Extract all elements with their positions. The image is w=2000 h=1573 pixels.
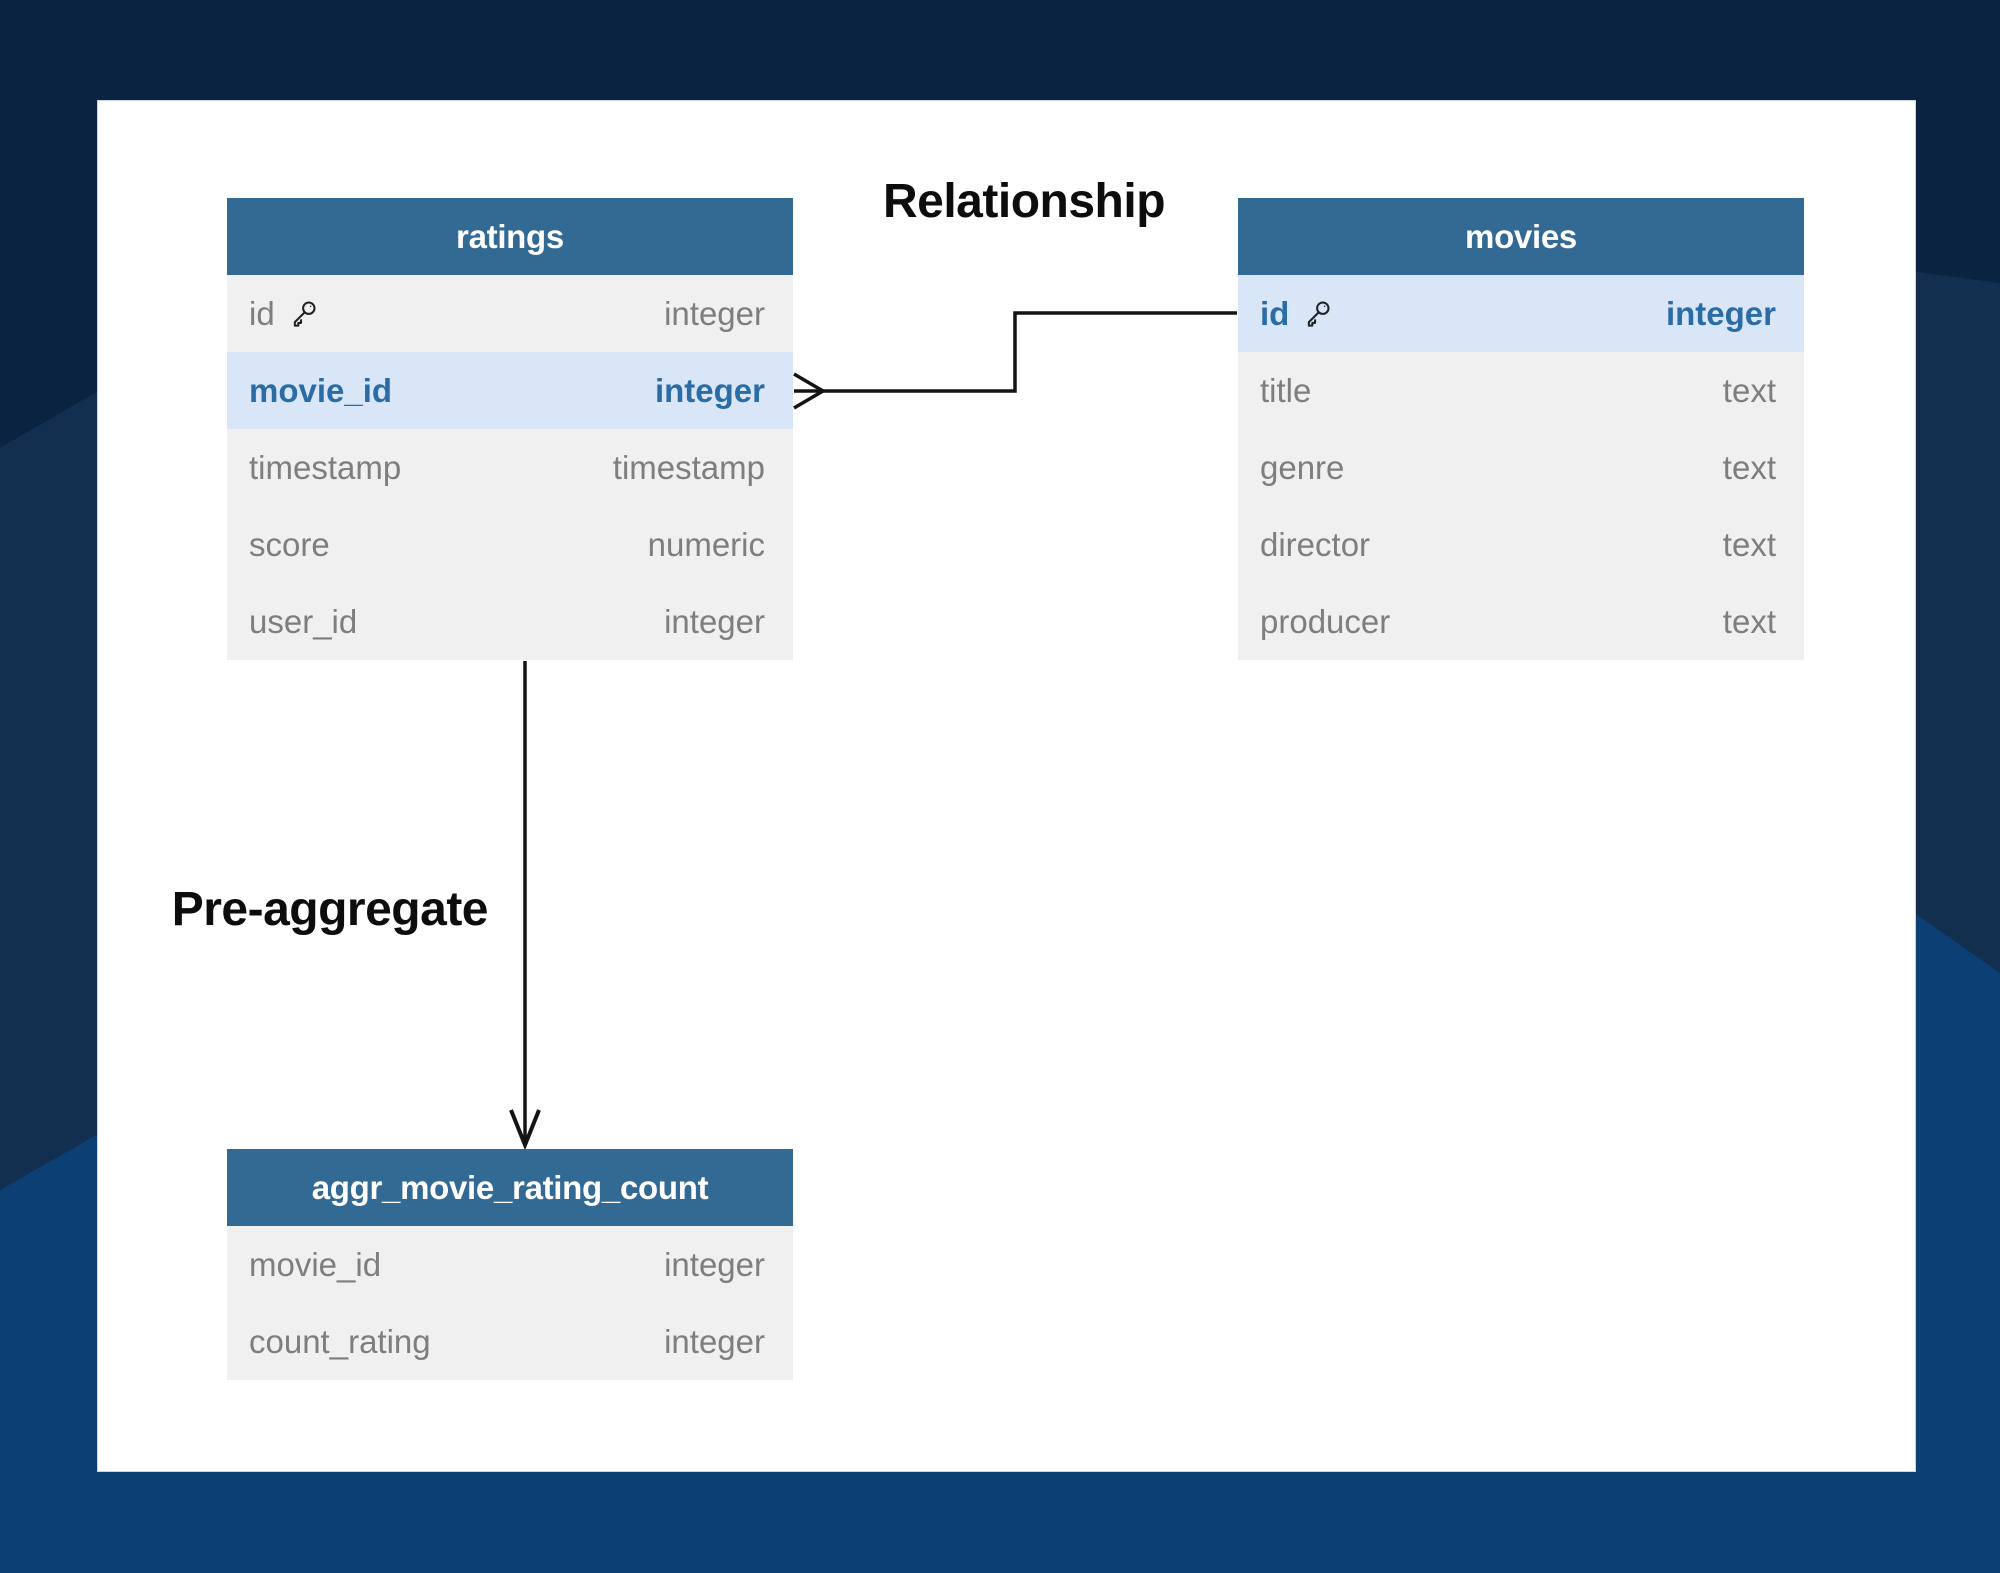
table-row-movie_id: movie_id integer <box>227 352 793 429</box>
column-name: director <box>1260 525 1371 563</box>
column-name: score <box>249 525 330 563</box>
table-row-id: id integer <box>227 275 793 352</box>
pre-aggregate-label: Pre-aggregate <box>171 883 489 936</box>
table-row-movie_id: movie_id integer <box>227 1226 793 1303</box>
column-name: producer <box>1260 602 1391 640</box>
column-type: text <box>1722 602 1776 640</box>
relationship-label: Relationship <box>882 175 1166 228</box>
column-type: integer <box>664 1245 765 1283</box>
table-row-timestamp: timestamp timestamp <box>227 429 793 506</box>
table-header: aggr_movie_rating_count <box>227 1149 793 1226</box>
column-name: count_rating <box>249 1322 431 1360</box>
column-name: id <box>249 294 275 332</box>
column-type: text <box>1722 448 1776 486</box>
column-name: movie_id <box>249 1245 382 1283</box>
column-type: integer <box>654 371 765 409</box>
table-row-title: title text <box>1238 352 1804 429</box>
column-type: integer <box>1665 294 1776 332</box>
table-row-count_rating: count_rating integer <box>227 1303 793 1380</box>
table-row-id: id integer <box>1238 275 1804 352</box>
table-row-genre: genre text <box>1238 429 1804 506</box>
key-icon <box>293 301 316 327</box>
column-name: movie_id <box>249 371 393 409</box>
column-type: integer <box>664 602 765 640</box>
key-icon <box>1308 301 1330 327</box>
table-name: aggr_movie_rating_count <box>311 1168 709 1206</box>
column-name: user_id <box>249 602 358 640</box>
column-name: title <box>1260 371 1312 409</box>
column-name: genre <box>1260 448 1345 486</box>
column-type: text <box>1722 371 1776 409</box>
table-row-score: score numeric <box>227 506 793 583</box>
table-name: movies <box>1465 217 1577 255</box>
table-header: ratings <box>227 198 793 275</box>
column-type: numeric <box>647 525 765 563</box>
table-row-user_id: user_id integer <box>227 583 793 660</box>
table-name: ratings <box>456 217 564 255</box>
column-name: timestamp <box>249 448 402 486</box>
table-row-producer: producer text <box>1238 583 1804 660</box>
column-name: id <box>1260 294 1290 332</box>
table-row-director: director text <box>1238 506 1804 583</box>
column-type: integer <box>664 1322 765 1360</box>
column-type: text <box>1722 525 1776 563</box>
column-type: integer <box>664 294 765 332</box>
column-type: timestamp <box>612 448 765 486</box>
table-header: movies <box>1238 198 1804 275</box>
